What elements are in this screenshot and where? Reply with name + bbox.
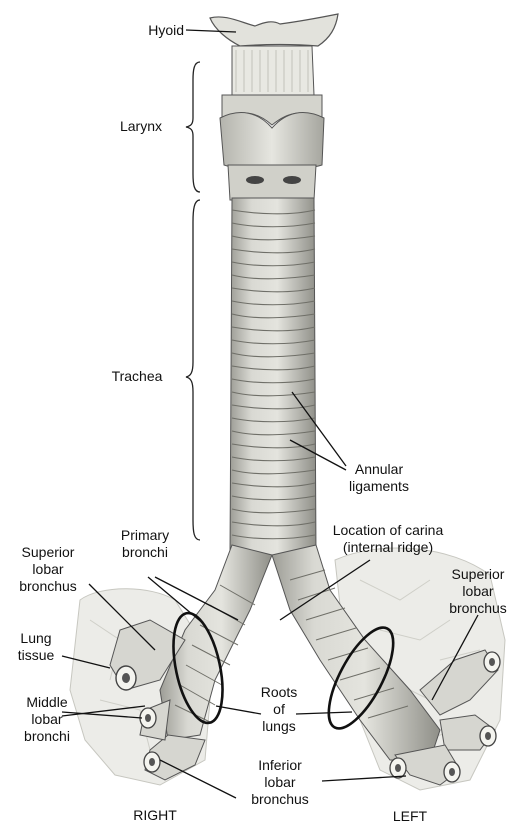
carina-label: Location of carina (internal ridge) <box>318 522 458 556</box>
inferior-line1: Inferior <box>236 757 324 774</box>
carina-line1: Location of carina <box>318 522 458 539</box>
lung-tissue-line1: Lung <box>10 630 62 647</box>
inferior-line3: bronchus <box>236 791 324 808</box>
roots-line1: Roots <box>254 684 304 701</box>
larynx-bracket <box>186 62 200 192</box>
trachea <box>230 198 316 555</box>
superior-left-line2: lobar <box>440 583 516 600</box>
inferior-line2: lobar <box>236 774 324 791</box>
larynx-label: Larynx <box>104 118 178 135</box>
lung-tissue-label: Lung tissue <box>10 630 62 664</box>
middle-lobar-bronchi-label: Middle lobar bronchi <box>14 694 80 745</box>
annular-ligaments-line1: Annular <box>330 461 428 478</box>
larynx <box>220 46 324 200</box>
roots-line2: of <box>254 701 304 718</box>
carina-line2: (internal ridge) <box>318 539 458 556</box>
superior-left-line1: Superior <box>440 566 516 583</box>
middle-lobar-line1: Middle <box>14 694 80 711</box>
roots-line3: lungs <box>254 718 304 735</box>
roots-leader-left <box>296 712 352 714</box>
annular-ligaments-label: Annular ligaments <box>330 461 428 495</box>
superior-left-line3: bronchus <box>440 600 516 617</box>
trachea-bracket <box>186 200 200 540</box>
brackets <box>186 62 200 540</box>
roots-of-lungs-label: Roots of lungs <box>254 684 304 735</box>
lung-tissue-line2: tissue <box>10 647 62 664</box>
inferior-lobar-leader-left <box>322 776 406 781</box>
primary-bronchi-line2: bronchi <box>104 544 186 561</box>
middle-lobar-line2: lobar <box>14 711 80 728</box>
superior-right-line1: Superior <box>8 544 88 561</box>
superior-right-line3: bronchus <box>8 578 88 595</box>
right-side-label: RIGHT <box>120 807 190 824</box>
annular-ligaments-line2: ligaments <box>330 478 428 495</box>
primary-bronchi-line1: Primary <box>104 527 186 544</box>
middle-lobar-line3: bronchi <box>14 728 80 745</box>
hyoid-label: Hyoid <box>128 22 184 39</box>
superior-lobar-bronchus-right-label: Superior lobar bronchus <box>8 544 88 595</box>
superior-lobar-bronchus-left-label: Superior lobar bronchus <box>440 566 516 617</box>
primary-bronchi-label: Primary bronchi <box>104 527 186 561</box>
superior-right-line2: lobar <box>8 561 88 578</box>
trachea-label: Trachea <box>98 368 176 385</box>
hyoid-bone <box>210 14 338 46</box>
inferior-lobar-bronchus-label: Inferior lobar bronchus <box>236 757 324 808</box>
left-side-label: LEFT <box>384 808 436 825</box>
